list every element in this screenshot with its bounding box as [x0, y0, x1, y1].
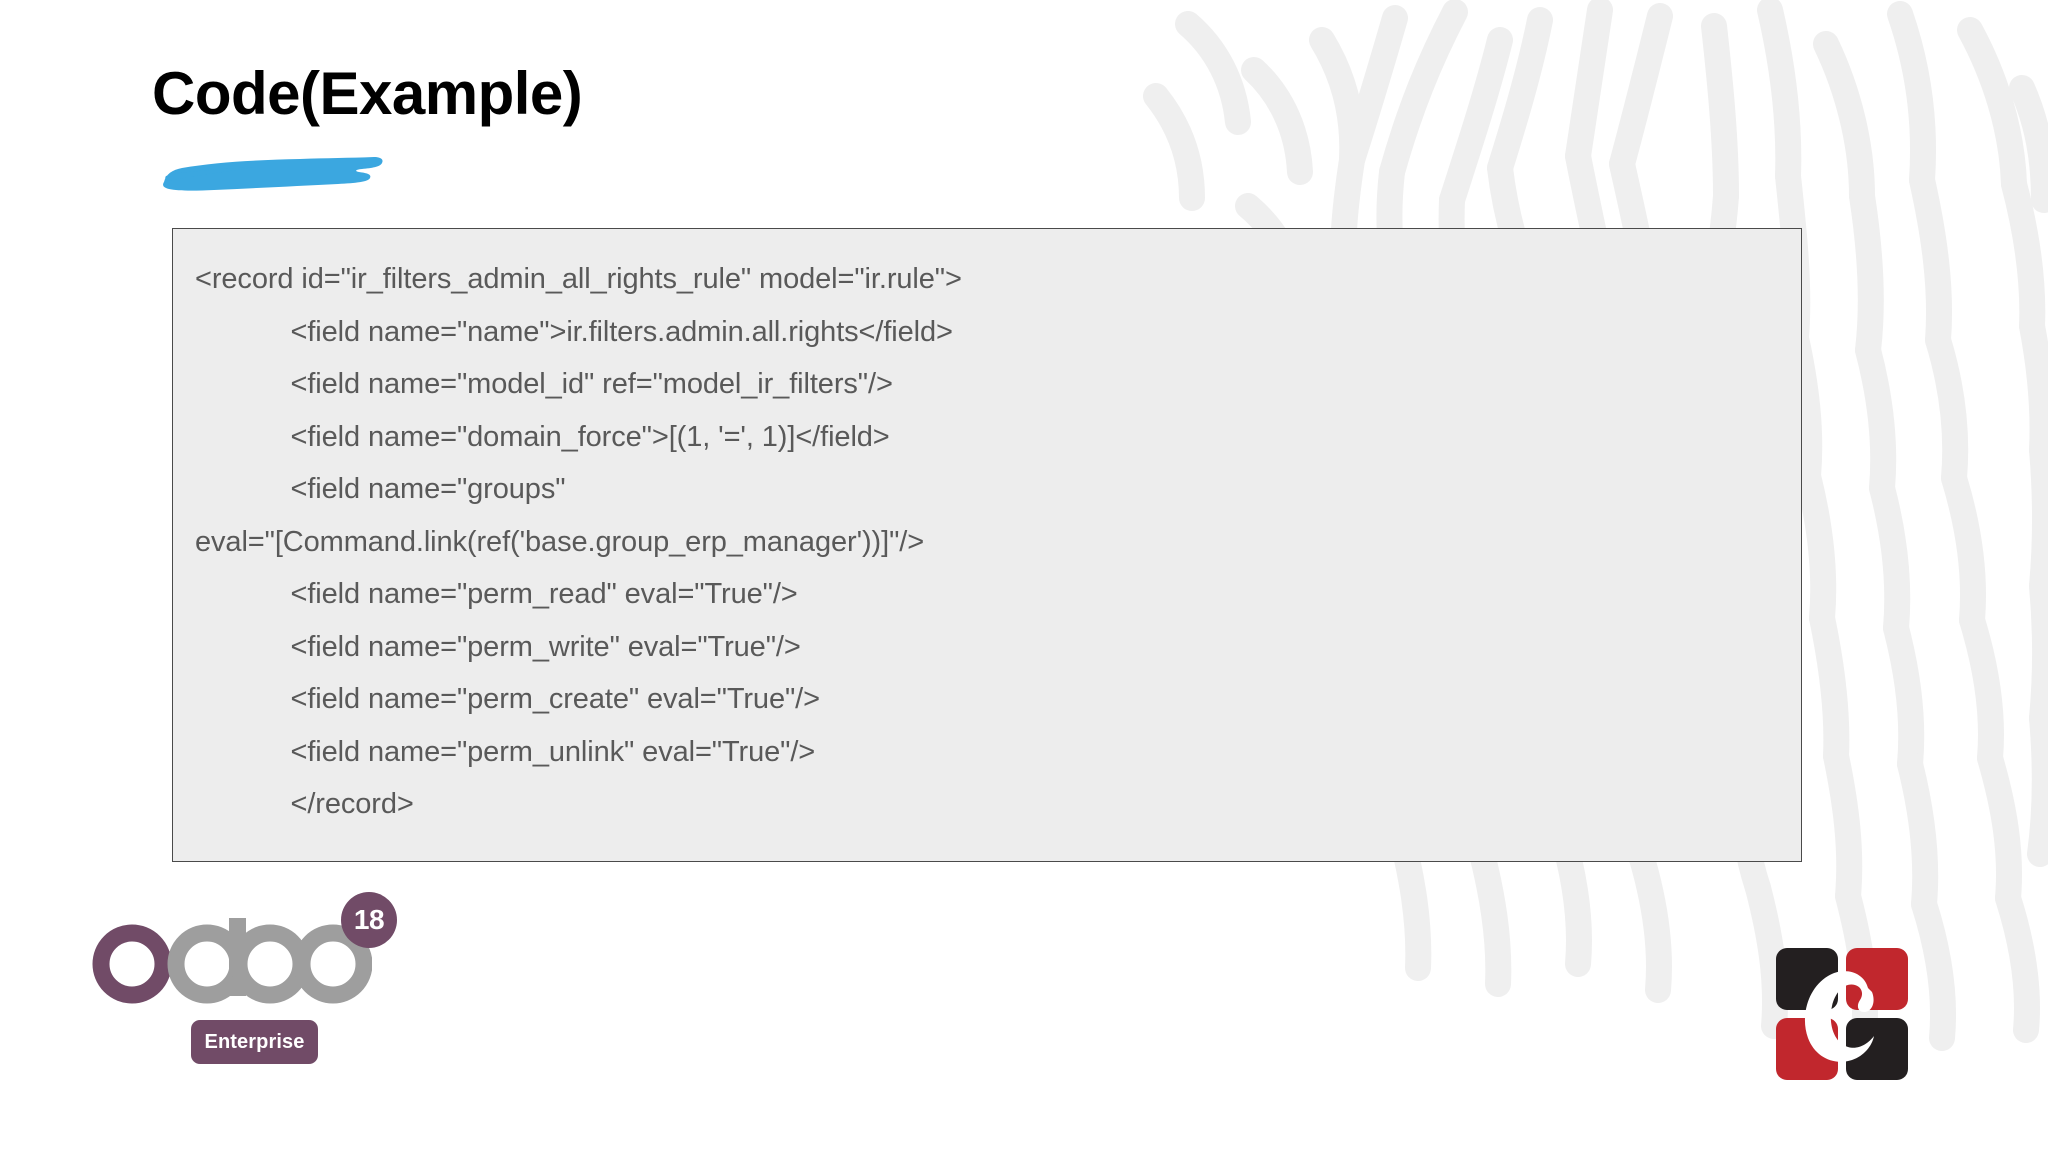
code-line: <field name="perm_read" eval="True"/> — [195, 578, 798, 610]
code-line: eval="[Command.link(ref('base.group_erp_… — [195, 525, 925, 558]
odoo-wordmark-icon — [92, 918, 372, 1004]
code-line: <field name="name">ir.filters.admin.all.… — [195, 315, 953, 348]
odoo-edition-label: Enterprise — [204, 1030, 305, 1053]
odoo-version-badge: 18 — [341, 892, 397, 948]
code-line: <field name="model_id" ref="model_ir_fil… — [195, 368, 893, 400]
code-line: <field name="domain_force">[(1, '=', 1)]… — [195, 420, 890, 453]
code-line: <record id="ir_filters_admin_all_rights_… — [195, 263, 962, 295]
odoo-edition-badge: Enterprise — [191, 1020, 318, 1064]
code-line: </record> — [195, 788, 414, 820]
partner-logo-icon — [1776, 948, 1908, 1080]
page-title: Code(Example) — [152, 60, 583, 127]
code-line: <field name="perm_unlink" eval="True"/> — [195, 735, 816, 768]
odoo-version-label: 18 — [353, 904, 385, 935]
title-block: Code(Example) — [152, 60, 583, 127]
code-line: <field name="groups" — [195, 473, 566, 505]
code-block-panel: <record id="ir_filters_admin_all_rights_… — [172, 228, 1802, 862]
code-line: <field name="perm_write" eval="True"/> — [195, 630, 801, 663]
odoo-logo: 18 Enterprise — [92, 892, 412, 1082]
code-lines: <record id="ir_filters_admin_all_rights_… — [173, 229, 1801, 831]
code-line: <field name="perm_create" eval="True"/> — [195, 683, 820, 715]
title-underline-brushstroke — [163, 157, 383, 191]
